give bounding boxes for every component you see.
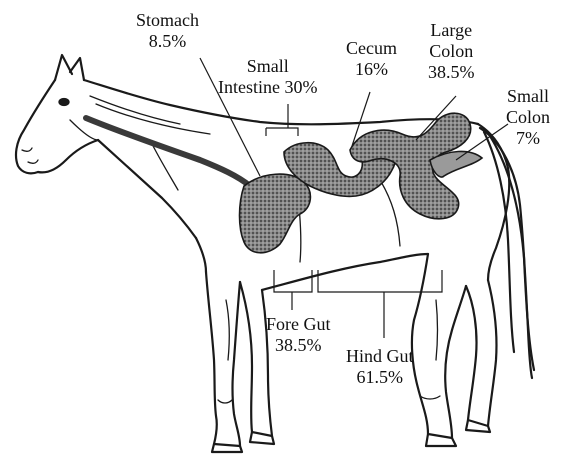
cecum-percent: 16% (346, 59, 397, 80)
stomach-name: Stomach (136, 10, 199, 31)
large-colon-label: Large Colon 38.5% (428, 20, 475, 83)
small-colon-name-line2: Colon (506, 107, 550, 128)
small-colon-label: Small Colon 7% (506, 86, 550, 149)
fore-gut-name: Fore Gut (266, 314, 331, 335)
hind-gut-label: Hind Gut 61.5% (346, 346, 414, 388)
fore-gut-label: Fore Gut 38.5% (266, 314, 331, 356)
large-colon-name-line2: Colon (428, 41, 475, 62)
cecum-label: Cecum 16% (346, 38, 397, 80)
stomach-shape (240, 174, 311, 253)
stomach-label: Stomach 8.5% (136, 10, 199, 52)
digestive-organs (240, 113, 483, 253)
hind-gut-percent: 61.5% (346, 367, 414, 388)
small-intestine-bracket (266, 128, 298, 136)
hind-gut-name: Hind Gut (346, 346, 414, 367)
small-colon-name-line1: Small (506, 86, 550, 107)
cecum-name: Cecum (346, 38, 397, 59)
fore-gut-percent: 38.5% (266, 335, 331, 356)
large-colon-percent: 38.5% (428, 62, 475, 83)
large-colon-name-line1: Large (428, 20, 475, 41)
stomach-percent: 8.5% (136, 31, 199, 52)
small-colon-percent: 7% (506, 128, 550, 149)
fore-gut-bracket (274, 270, 312, 310)
small-intestine-label: Small Intestine 30% (218, 56, 317, 98)
small-intestine-name-line1: Small (218, 56, 317, 77)
small-intestine-name-line2: Intestine 30% (218, 77, 317, 98)
